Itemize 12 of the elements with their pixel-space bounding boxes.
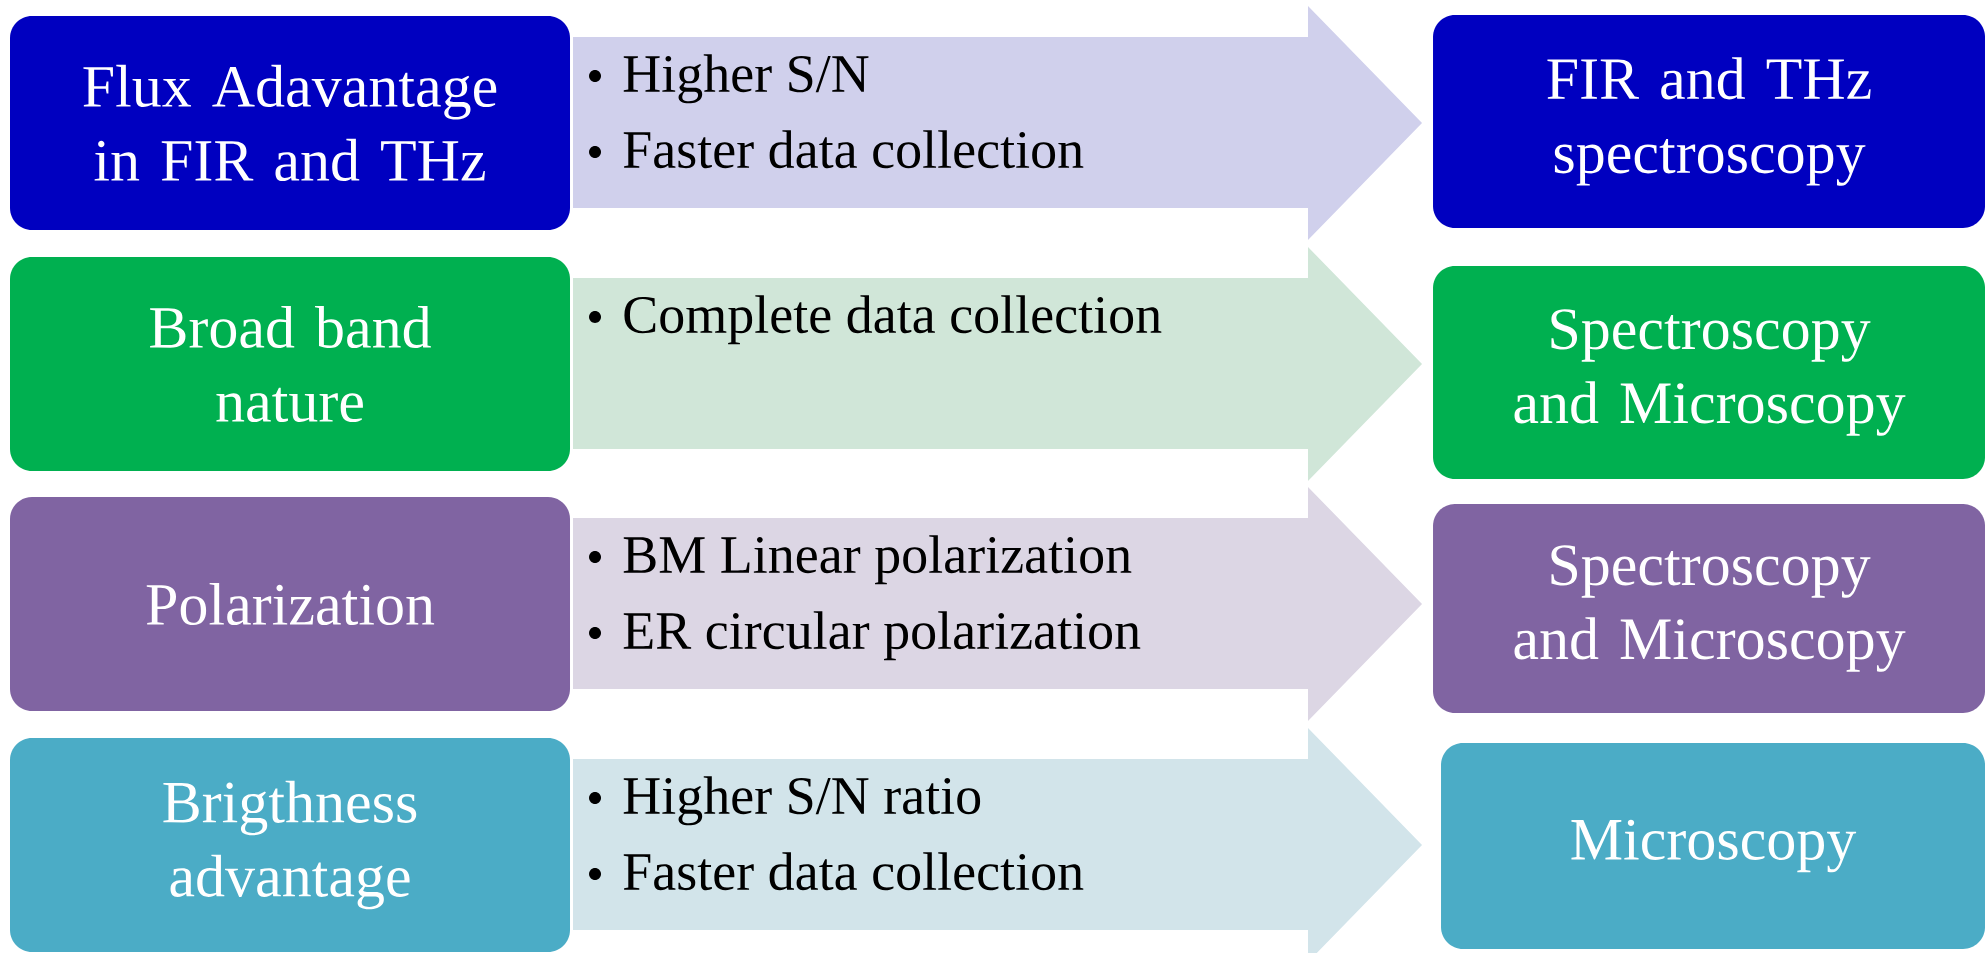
result-box: Microscopy bbox=[1441, 743, 1985, 949]
arrow-band: Higher S/N ratio Faster data collection bbox=[573, 728, 1422, 953]
result-box: Spectroscopy and Microscopy bbox=[1433, 504, 1985, 713]
feature-box: Brigthness advantage bbox=[10, 738, 570, 952]
result-box: Spectroscopy and Microscopy bbox=[1433, 266, 1985, 479]
arrow-band: BM Linear polarization ER circular polarization bbox=[573, 487, 1422, 721]
feature-box: Polarization bbox=[10, 497, 570, 711]
arrow-band: Complete data collection bbox=[573, 247, 1422, 481]
result-box: FIR and THz spectroscopy bbox=[1433, 15, 1985, 228]
arrow-band: Higher S/N Faster data collection bbox=[573, 6, 1422, 240]
feature-box: Broad band nature bbox=[10, 257, 570, 471]
feature-box: Flux Adavantage in FIR and THz bbox=[10, 16, 570, 230]
